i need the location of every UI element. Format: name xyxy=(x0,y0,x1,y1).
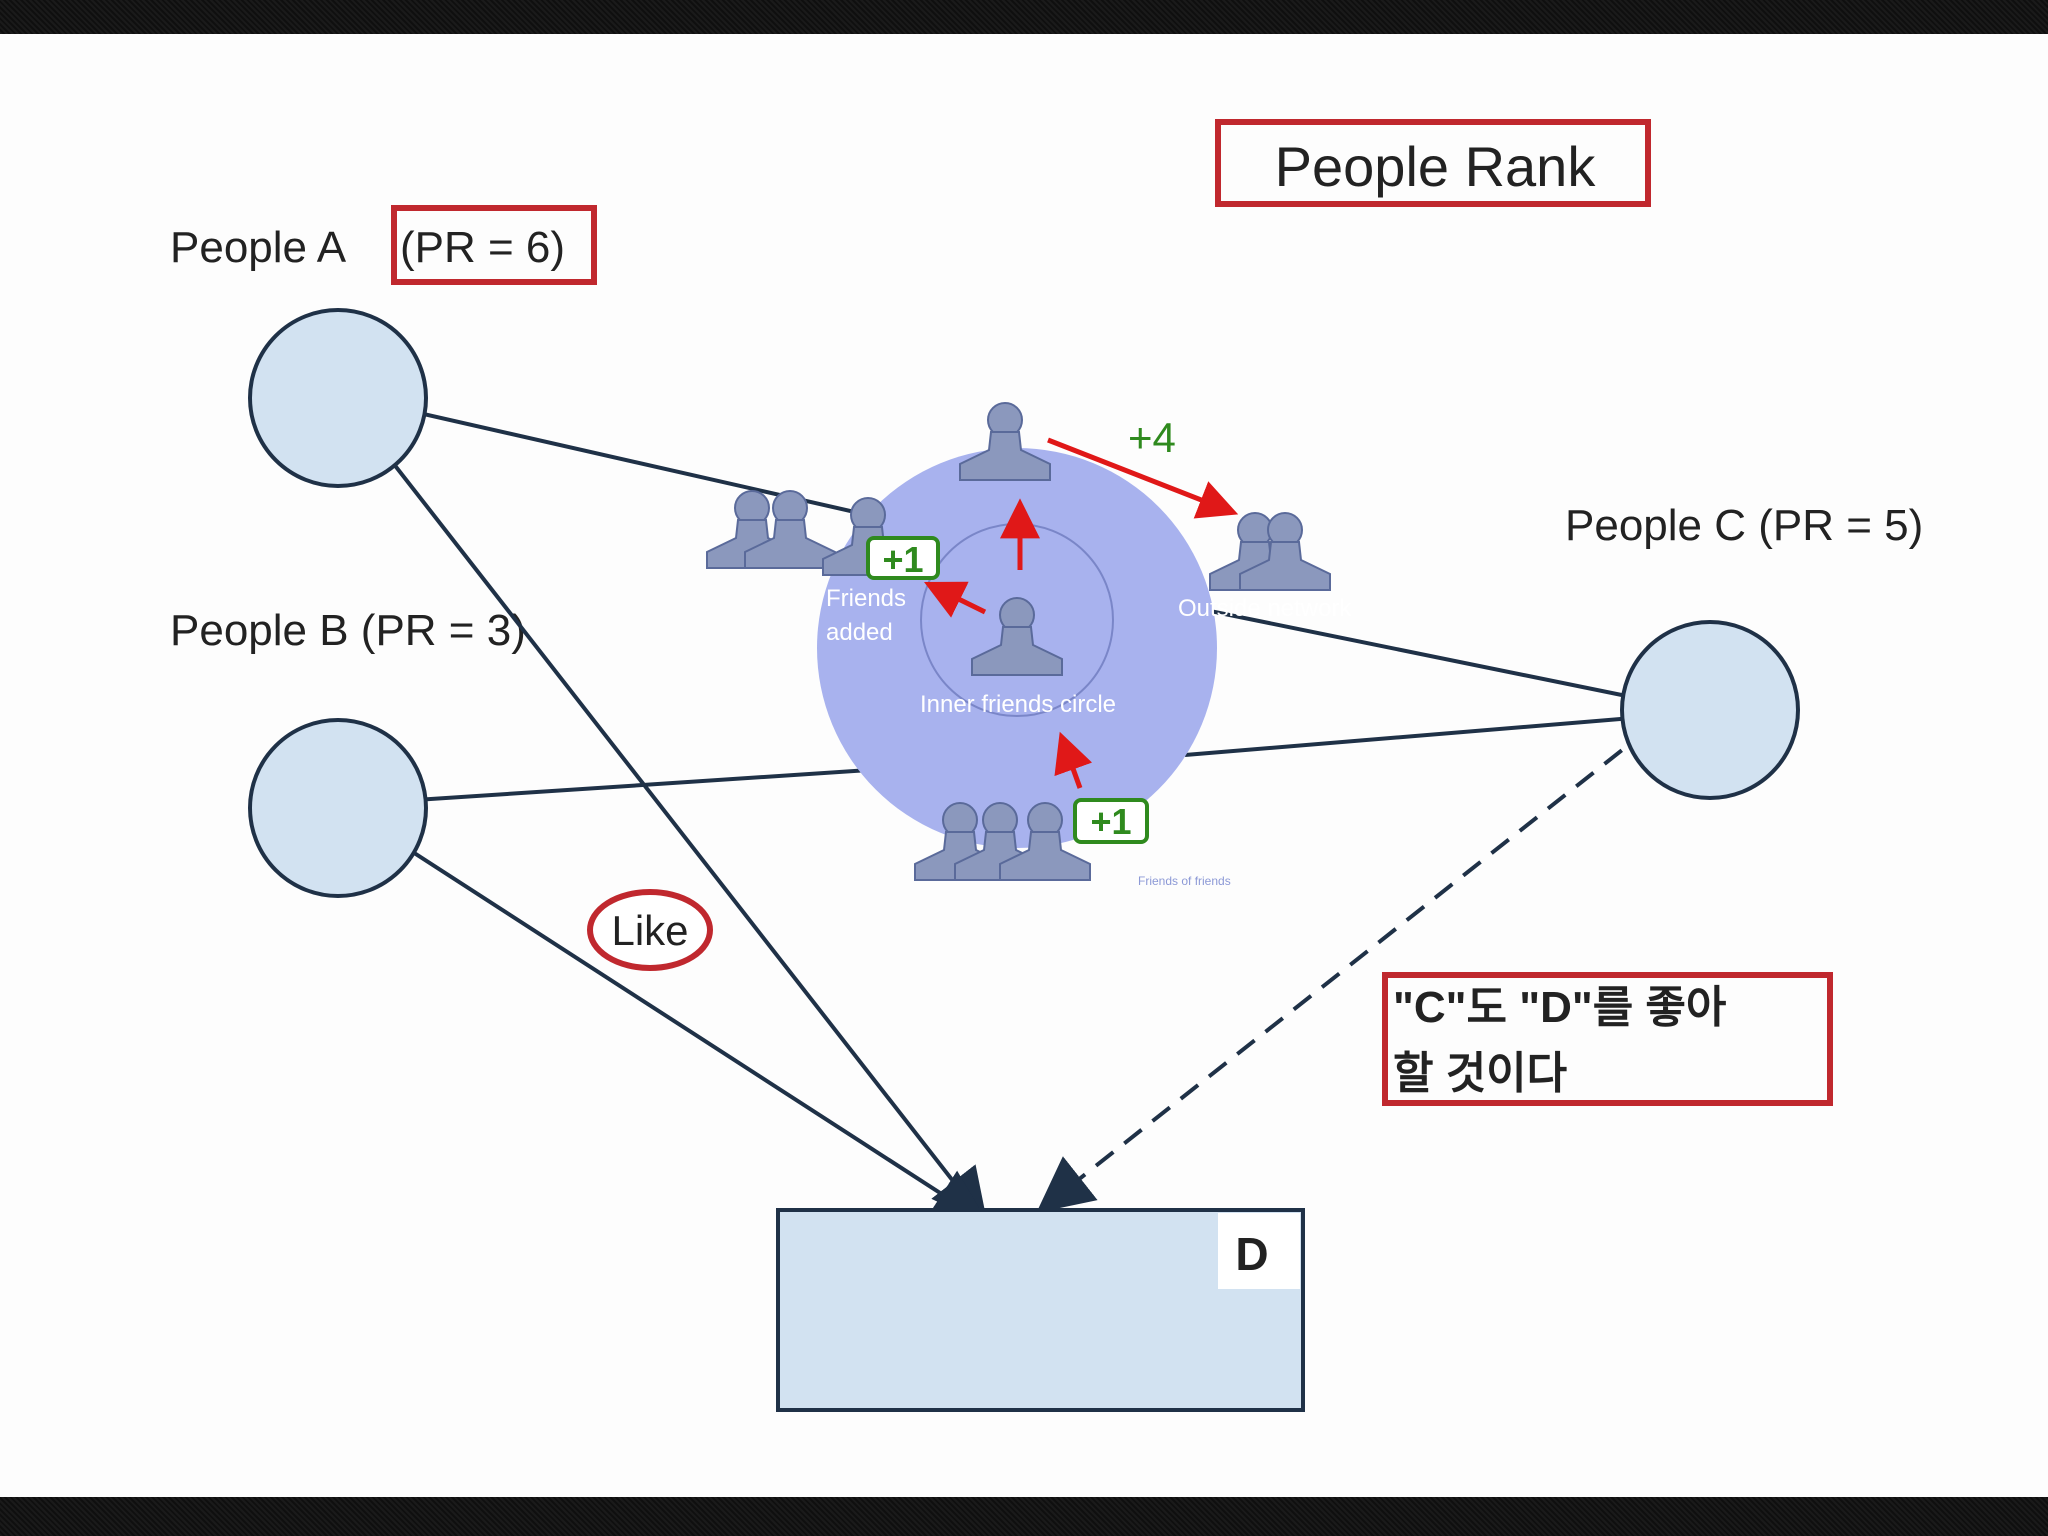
people-a-node xyxy=(248,308,428,488)
diagram-title: People Rank xyxy=(1275,135,1597,198)
note-line-1: "C"도 "D"를 좋아 xyxy=(1393,983,1726,1032)
arrow-to-friends-added xyxy=(924,581,987,618)
target-d-label: D xyxy=(1235,1228,1268,1280)
people-b-node xyxy=(248,718,428,898)
bottom-border xyxy=(0,1497,2048,1536)
friends-added-label-2: added xyxy=(826,619,893,646)
people-c-node xyxy=(1620,620,1800,800)
note-box xyxy=(1382,972,1833,1106)
target-d-box xyxy=(776,1208,1305,1412)
friends-added-label-1: Friends xyxy=(826,585,906,612)
like-label: Like xyxy=(611,907,688,954)
people-b-label: People B (PR = 3) xyxy=(170,606,526,655)
people-a-pr: (PR = 6) xyxy=(400,223,565,272)
edge-b-to-center xyxy=(339,766,901,807)
arrow-up-bottom xyxy=(1054,731,1093,789)
plus-one-badge-bottom: +1 xyxy=(1073,798,1149,844)
edge-c-to-center-bottom xyxy=(1184,710,1706,757)
plus-one-label-bottom: +1 xyxy=(1090,801,1131,842)
friends-network-overlay: +4 +1 +1 Friends added Outside network I… xyxy=(706,402,1352,888)
arrow-to-outside xyxy=(1047,437,1239,519)
inner-friends-circle-label: Inner friends circle xyxy=(920,691,1116,718)
edge-c-to-d-dashed xyxy=(1036,726,1652,1213)
target-d-tab xyxy=(1218,1213,1300,1289)
faint-caption: Friends of friends xyxy=(1138,874,1231,888)
edge-b-to-d xyxy=(338,803,989,1225)
plus-one-label-top: +1 xyxy=(882,539,923,580)
edge-a-to-d xyxy=(338,393,988,1226)
note-line-2: 할 것이다 xyxy=(1393,1049,1567,1098)
top-border xyxy=(0,0,2048,34)
title-box xyxy=(1215,119,1651,207)
outside-network-label: Outside network xyxy=(1178,595,1352,622)
people-a-pr-box xyxy=(391,205,597,285)
people-a-label: People A xyxy=(170,223,347,272)
people-c-label: People C (PR = 5) xyxy=(1565,501,1923,550)
like-ellipse xyxy=(587,889,713,971)
top-person-icon xyxy=(959,402,1051,481)
plus-four-score: +4 xyxy=(1128,414,1176,461)
plus-one-badge-top: +1 xyxy=(866,536,940,580)
